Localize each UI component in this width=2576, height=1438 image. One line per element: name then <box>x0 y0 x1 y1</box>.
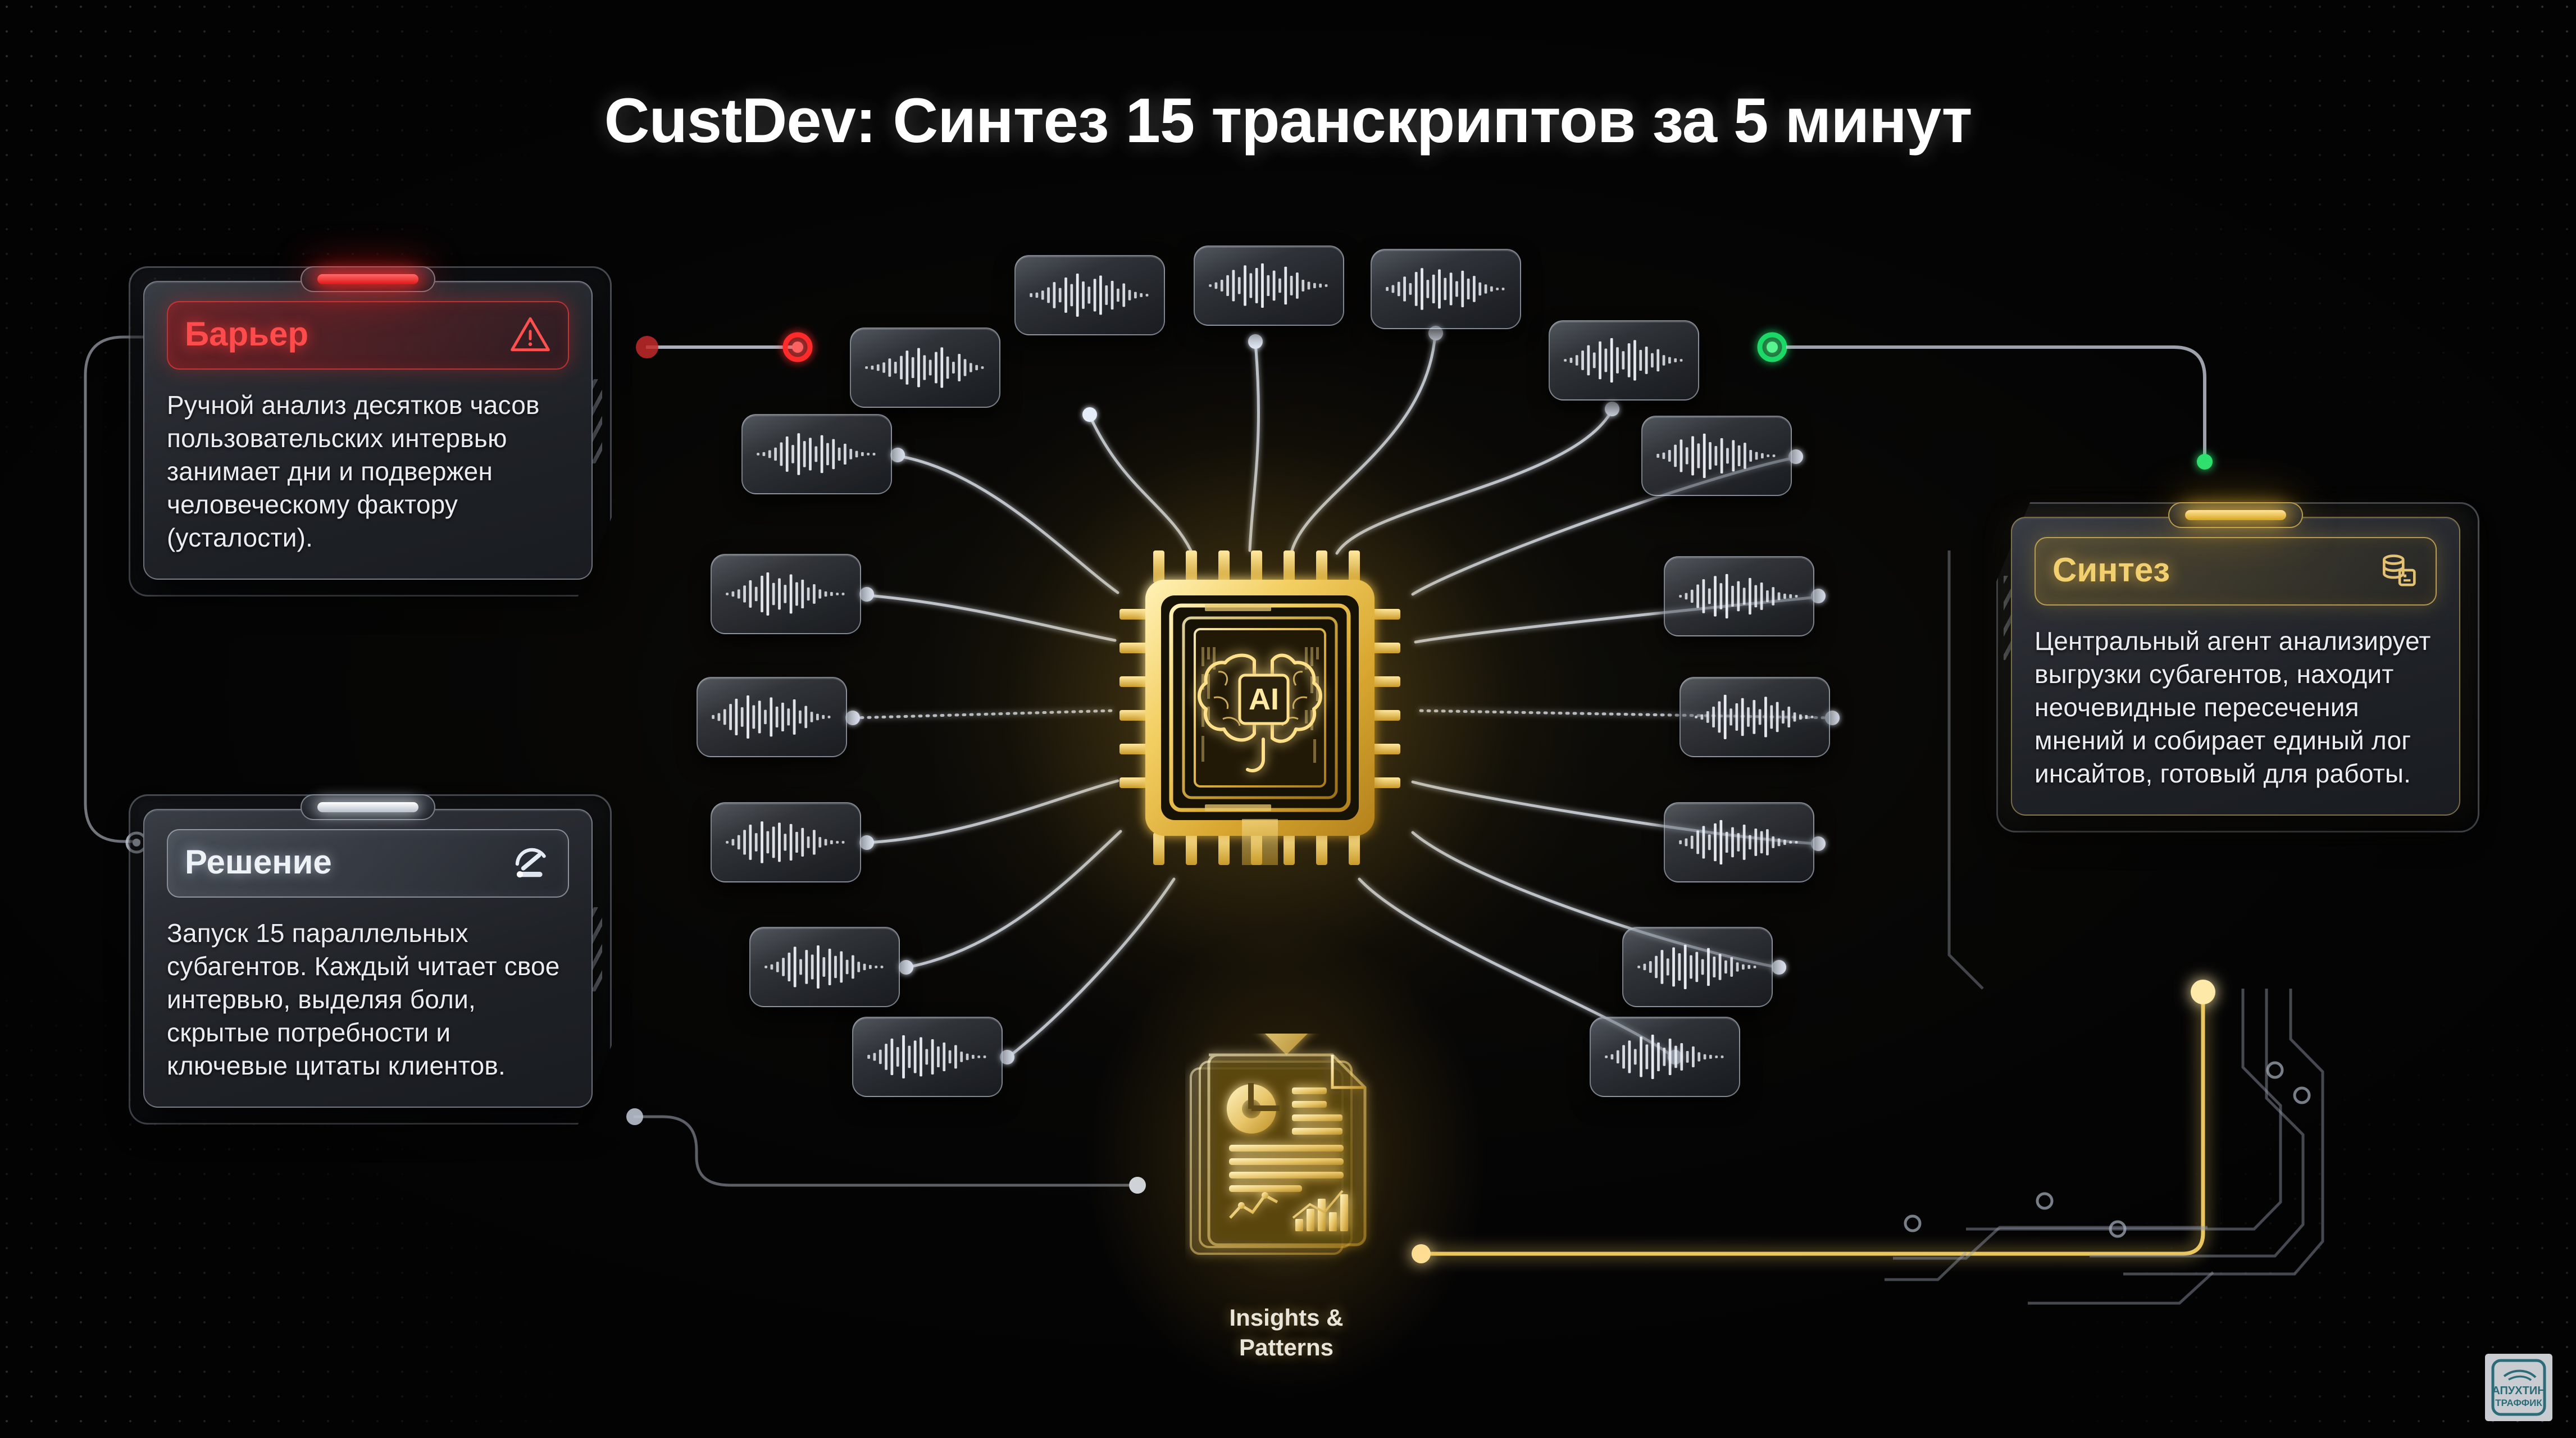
audio-waveform-icon <box>1679 820 1798 865</box>
audio-waveform-icon <box>1564 338 1683 383</box>
card-barrier-header: Барьер <box>167 301 569 370</box>
audio-waveform-icon <box>1679 574 1798 619</box>
audio-waveform-icon <box>726 821 845 863</box>
transcript-tile[interactable] <box>1371 249 1521 329</box>
card-barrier-title: Барьер <box>185 315 309 353</box>
apuhtin-traffic-logo-icon: АПУХТИН ТРАФФИК <box>2491 1359 2546 1416</box>
audio-waveform-icon <box>757 433 876 475</box>
page-title: CustDev: Синтез 15 транскриптов за 5 мин… <box>604 85 1973 156</box>
database-stack-icon <box>2383 554 2416 586</box>
speed-gauge-icon <box>515 848 546 878</box>
transcript-tile[interactable] <box>711 554 861 634</box>
card-solution-text: Запуск 15 параллельных субагентов. Кажды… <box>167 918 560 1080</box>
brand-logo: АПУХТИН ТРАФФИК <box>2485 1354 2552 1421</box>
output-label-line1: Insights & <box>1229 1304 1344 1331</box>
card-synthesis-header: Синтез <box>2035 537 2437 606</box>
audio-waveform-icon <box>867 1035 986 1078</box>
card-synthesis[interactable]: Синтез Центральный агент анализирует выг… <box>1996 502 2479 833</box>
card-synthesis-body: Синтез Центральный агент анализирует выг… <box>2011 517 2460 816</box>
audio-waveform-icon <box>712 695 831 739</box>
warning-triangle-icon <box>511 317 550 352</box>
transcript-tile[interactable] <box>850 327 1000 408</box>
audio-waveform-icon <box>1386 268 1505 310</box>
output-label: Insights & Patterns <box>1152 1303 1421 1362</box>
card-solution[interactable]: Решение Запуск 15 параллельных субагенто… <box>129 794 612 1125</box>
transcript-tile[interactable] <box>1664 556 1814 636</box>
audio-waveform-icon <box>1605 1034 1724 1080</box>
card-barrier-text: Ручной анализ десятков часов пользовател… <box>167 390 540 552</box>
card-synthesis-title: Синтез <box>2052 551 2170 589</box>
card-barrier-body: Барьер Ручной анализ десятков часов поль… <box>143 281 593 580</box>
logo-line-2: ТРАФФИК <box>2495 1398 2542 1408</box>
card-synthesis-text: Центральный агент анализирует выгрузки с… <box>2035 626 2431 788</box>
transcript-tile[interactable] <box>1014 255 1165 335</box>
chip-label: AI <box>1249 682 1279 716</box>
card-solution-status-bar <box>301 794 435 820</box>
transcript-tile[interactable] <box>749 927 900 1007</box>
card-solution-header: Решение <box>167 829 569 898</box>
card-solution-body: Решение Запуск 15 параллельных субагенто… <box>143 809 593 1108</box>
audio-waveform-icon <box>1209 263 1328 308</box>
central-ai-chip[interactable]: AI <box>934 365 1586 1050</box>
insights-document[interactable] <box>1084 927 1489 1399</box>
card-barrier-status-bar <box>301 266 435 292</box>
logo-line-1: АПУХТИН <box>2492 1385 2545 1397</box>
report-document-icon <box>1190 1034 1367 1255</box>
transcript-tile[interactable] <box>852 1017 1003 1097</box>
output-label-line2: Patterns <box>1239 1334 1334 1360</box>
transcript-tile[interactable] <box>711 802 861 882</box>
transcript-tile[interactable] <box>741 414 892 494</box>
audio-waveform-icon <box>1656 433 1776 479</box>
audio-waveform-icon <box>1030 274 1149 317</box>
transcript-tile[interactable] <box>1680 677 1830 757</box>
audio-waveform-icon <box>1637 944 1756 990</box>
card-synthesis-status-bar <box>2168 502 2303 528</box>
transcript-tile[interactable] <box>1549 320 1699 401</box>
audio-waveform-icon <box>764 945 884 989</box>
audio-waveform-icon <box>865 347 984 388</box>
transcript-tile[interactable] <box>1664 802 1814 882</box>
transcript-tile[interactable] <box>1194 245 1344 326</box>
card-barrier[interactable]: Барьер Ручной анализ десятков часов поль… <box>129 266 612 597</box>
ai-brain-chip-icon: AI <box>1119 550 1400 865</box>
audio-waveform-icon <box>1695 694 1814 740</box>
transcript-tile[interactable] <box>1622 927 1773 1007</box>
dot-texture-bottom-right <box>1739 741 2576 1438</box>
audio-waveform-icon <box>726 572 845 616</box>
card-solution-title: Решение <box>185 843 332 881</box>
transcript-tile[interactable] <box>697 677 847 757</box>
transcript-tile[interactable] <box>1641 416 1792 496</box>
transcript-tile[interactable] <box>1590 1017 1740 1097</box>
